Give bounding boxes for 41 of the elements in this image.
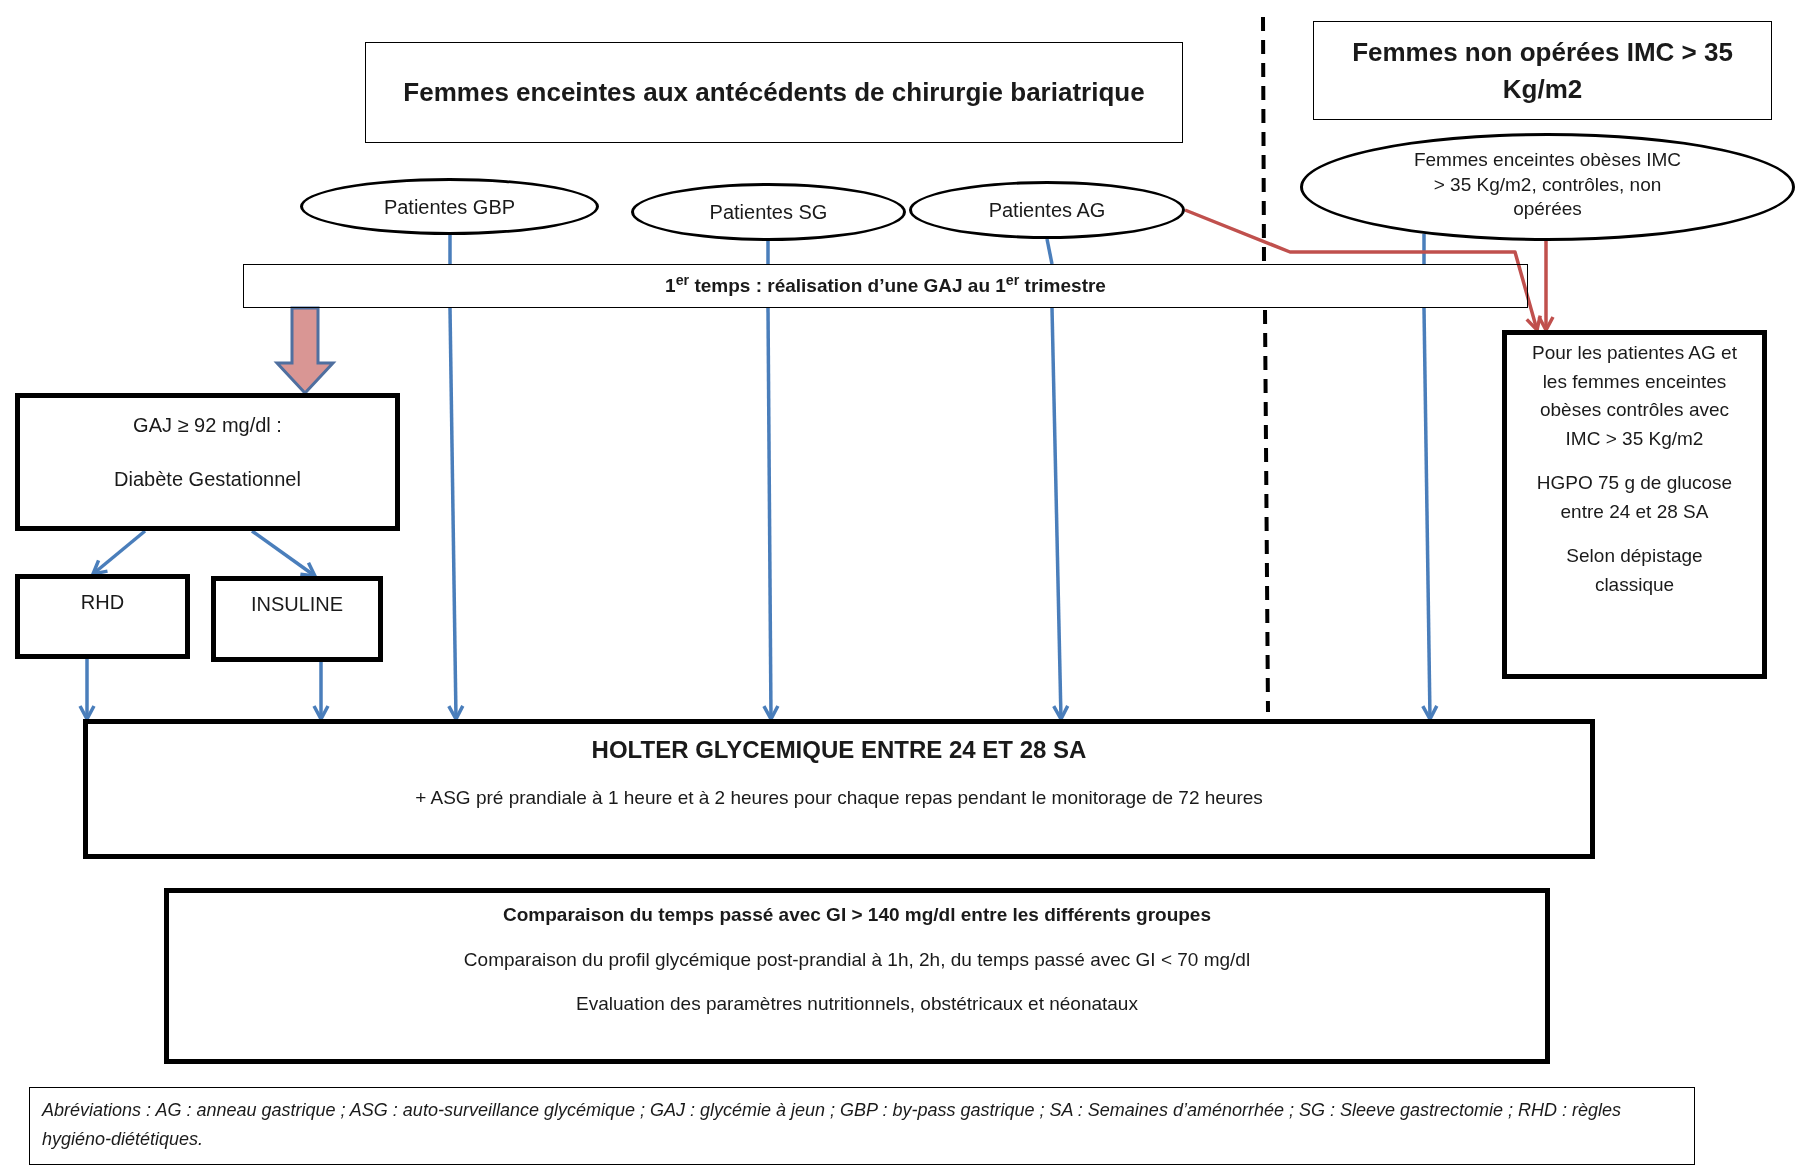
process-box <box>83 719 1595 859</box>
process-box <box>15 393 400 531</box>
box-text: Abréviations : AG : anneau gastrique ; ASG : auto-surveillance glycémique ; GAJ : glycémie à jeun ; GBP : by-pass gastrique ; SA : Semaines d’aménorrhée ; SG : Sleeve gastrectomie ; RHD : règles hygiéno-diététiques. <box>42 1099 1623 1151</box>
box-text: Selon dépistage classique <box>1565 544 1704 597</box>
box-heading: GAJ ≥ 92 mg/dl : <box>133 413 282 438</box>
step-banner <box>243 264 1528 308</box>
box-text: INSULINE <box>250 592 344 617</box>
arrow <box>91 529 147 576</box>
arrow <box>1184 208 1542 332</box>
process-box <box>15 574 190 659</box>
box-text: Femmes enceintes aux antécédents de chirurgie bariatrique <box>403 76 1145 110</box>
arrow <box>1537 241 1555 332</box>
box-text: Patientes GBP <box>383 194 516 220</box>
box-text: Femmes enceintes obèses IMC > 35 Kg/m2, contrôles, non opérées <box>1413 148 1682 222</box>
process-box <box>164 888 1550 1064</box>
arrow <box>447 307 465 721</box>
box-heading: HOLTER GLYCEMIQUE ENTRE 24 ET 28 SA <box>591 735 1087 765</box>
title-box <box>365 42 1183 143</box>
box-text: RHD <box>80 590 125 615</box>
box-text: HGPO 75 g de glucose entre 24 et 28 SA <box>1535 471 1734 524</box>
box-text: Comparaison du profil glycémique post-prandial à 1h, 2h, du temps passé avec GI < 70 mg/dl <box>463 947 1251 972</box>
box-text: + ASG pré prandiale à 1 heure et à 2 heures pour chaque repas pendant le monitorage de 72 heures <box>415 786 1263 810</box>
box-heading: Comparaison du temps passé avec GI > 140 mg/dl entre les différents groupes <box>503 903 1211 927</box>
title-box <box>1313 21 1772 120</box>
box-text: 1$^{er}$ temps : réalisation d’une GAJ au 1$^{er}$ trimestre <box>665 271 1106 298</box>
arrow <box>251 529 317 578</box>
box-text: Evaluation des paramètres nutritionnels, obstétricaux et néonataux <box>576 992 1138 1016</box>
arrow <box>78 659 96 721</box>
block-arrow <box>273 306 337 396</box>
box-text: Diabète Gestationnel <box>114 467 301 492</box>
process-box <box>1502 330 1767 679</box>
process-box <box>211 576 383 662</box>
box-heading: Pour les patientes AG et les femmes enceintes obèses contrôles avec IMC > 35 Kg/m2 <box>1531 341 1738 451</box>
box-text: Patientes SG <box>709 200 828 225</box>
arrow <box>1421 307 1439 721</box>
arrow <box>312 662 330 721</box>
arrow <box>1050 307 1070 721</box>
box-text: Patientes AG <box>988 198 1106 223</box>
arrow <box>762 308 780 721</box>
box-text: Femmes non opérées IMC > 35 Kg/m2 <box>1351 36 1734 106</box>
note-box <box>29 1087 1695 1165</box>
